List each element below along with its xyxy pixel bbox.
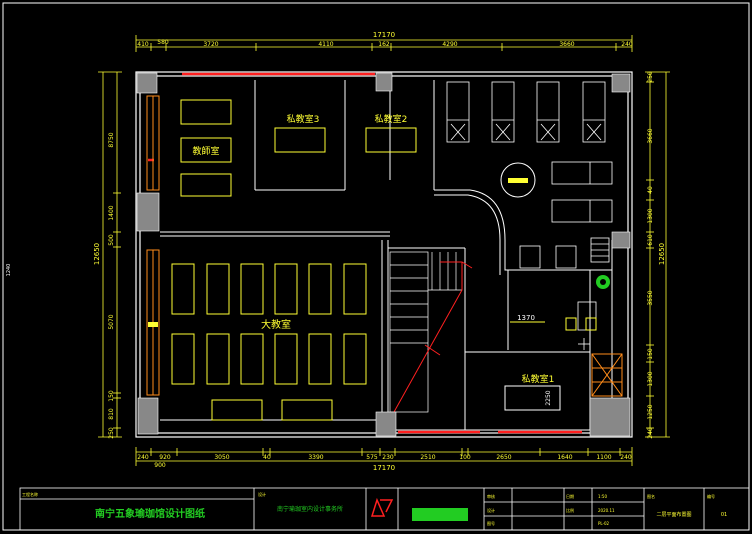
label-drawing-no: 图号	[487, 520, 495, 526]
bottom-dim-6: 575	[366, 454, 378, 461]
room-label-private3: 私教室3	[287, 113, 320, 125]
right-dim-6: 3550	[647, 290, 654, 305]
right-dim-1: 250	[647, 71, 654, 83]
top-dim-4: 4110	[318, 41, 333, 48]
designer-name: 南宁瑜珈室内设计事务所	[277, 505, 343, 513]
bottom-dim-10: 2650	[496, 454, 511, 461]
columns	[136, 72, 631, 437]
bottom-dim-11: 1640	[557, 454, 572, 461]
top-dim-6: 4290	[442, 41, 457, 48]
room-label-office: 教師室	[192, 145, 219, 157]
label-number: 编号	[707, 493, 715, 499]
wall-cabinets	[146, 95, 160, 396]
right-total-dim: 12650	[658, 243, 666, 265]
company-logo-icon	[370, 497, 394, 517]
inner-dim: 1370	[517, 314, 535, 322]
stamp-box	[412, 508, 468, 521]
bottom-dim-1: 240	[137, 454, 149, 461]
right-dim-5: 610	[647, 234, 654, 246]
private1-mat	[504, 385, 561, 411]
label-scale: 比例	[566, 507, 574, 513]
bottom-dim-4: 40	[263, 454, 271, 461]
bottom-dimensions	[135, 447, 633, 466]
right-dim-10: 240	[647, 427, 654, 439]
bottom-dim-7: 230	[382, 454, 394, 461]
right-dim-3: 40	[647, 186, 654, 194]
room-label-large: 大教室	[261, 318, 291, 331]
bottom-dim-13: 240	[620, 454, 632, 461]
top-dim-8: 240	[621, 41, 633, 48]
large-room-mark	[148, 322, 158, 327]
drawing-name: 二层平面布置图	[656, 511, 691, 518]
room-label-private1: 私教室1	[522, 373, 555, 385]
left-dim-3: 500	[108, 234, 115, 246]
left-dim-2: 1400	[108, 205, 115, 220]
bottom-dim-9: 100	[459, 454, 471, 461]
massage-beds	[446, 81, 613, 223]
right-dim-4: 1300	[647, 208, 654, 223]
bottom-dim-5: 3390	[308, 454, 323, 461]
bottom-dim-8: 2510	[420, 454, 435, 461]
title-block	[19, 487, 750, 531]
scale-value: 1:50	[598, 494, 607, 499]
right-dimensions	[645, 71, 670, 438]
number-value: 01	[721, 512, 727, 518]
top-total-dim: 17170	[373, 31, 395, 39]
label-design: 设计	[258, 491, 266, 497]
round-table	[500, 162, 536, 198]
window-openings	[148, 72, 582, 434]
bottom-extra-dim: 900	[154, 462, 166, 469]
top-dimensions	[135, 35, 633, 52]
top-dim-3: 3720	[203, 41, 218, 48]
top-dim-2: 580	[157, 39, 169, 46]
reception-desk	[510, 317, 597, 331]
bottom-dim-3: 3050	[214, 454, 229, 461]
drawing-no-value: PL-02	[598, 521, 610, 526]
left-dim-1: 8750	[108, 132, 115, 147]
yoga-mats	[171, 263, 367, 421]
top-dim-1: 410	[137, 41, 149, 48]
top-dim-7: 3660	[559, 41, 574, 48]
left-dim-6: 810	[108, 408, 115, 420]
label-date: 日期	[566, 493, 574, 499]
left-dim-5: 150	[108, 390, 115, 402]
private2-mat	[365, 127, 417, 153]
bottom-dim-12: 1100	[596, 454, 611, 461]
interior-walls	[160, 80, 613, 431]
top-dim-5: 162	[378, 41, 390, 48]
left-dim-7: 250	[108, 427, 115, 439]
label-drawing-name: 图名	[647, 493, 655, 499]
reception-furniture	[519, 237, 610, 350]
right-dim-9: 1250	[647, 404, 654, 419]
date-value: 2020.11	[598, 508, 615, 513]
left-total-dim: 12650	[93, 243, 101, 265]
round-table-mark	[508, 178, 528, 183]
left-dim-4: 5070	[108, 314, 115, 329]
staircase	[389, 251, 462, 413]
plant-icon	[596, 275, 610, 289]
right-dim-2: 3660	[647, 128, 654, 143]
private1-dim: 2250	[545, 390, 552, 405]
bottom-dim-2: 920	[159, 454, 171, 461]
right-dim-8: 1300	[647, 371, 654, 386]
office-desks	[180, 99, 232, 197]
bottom-total-dim: 17170	[373, 464, 395, 472]
left-dimensions	[98, 71, 122, 438]
private3-mat	[274, 127, 326, 153]
storage-shelf	[591, 353, 623, 397]
label-design-2: 设计	[487, 507, 495, 513]
room-label-private2: 私教室2	[375, 113, 408, 125]
exterior-walls	[135, 71, 633, 438]
label-review: 审核	[487, 493, 495, 499]
right-dim-7: 150	[647, 348, 654, 360]
stair-arrows	[393, 261, 473, 413]
project-title: 南宁五象瑜珈馆设计图纸	[95, 507, 205, 520]
side-mark: 1240	[6, 264, 12, 277]
label-project: 工程名称	[22, 491, 38, 497]
